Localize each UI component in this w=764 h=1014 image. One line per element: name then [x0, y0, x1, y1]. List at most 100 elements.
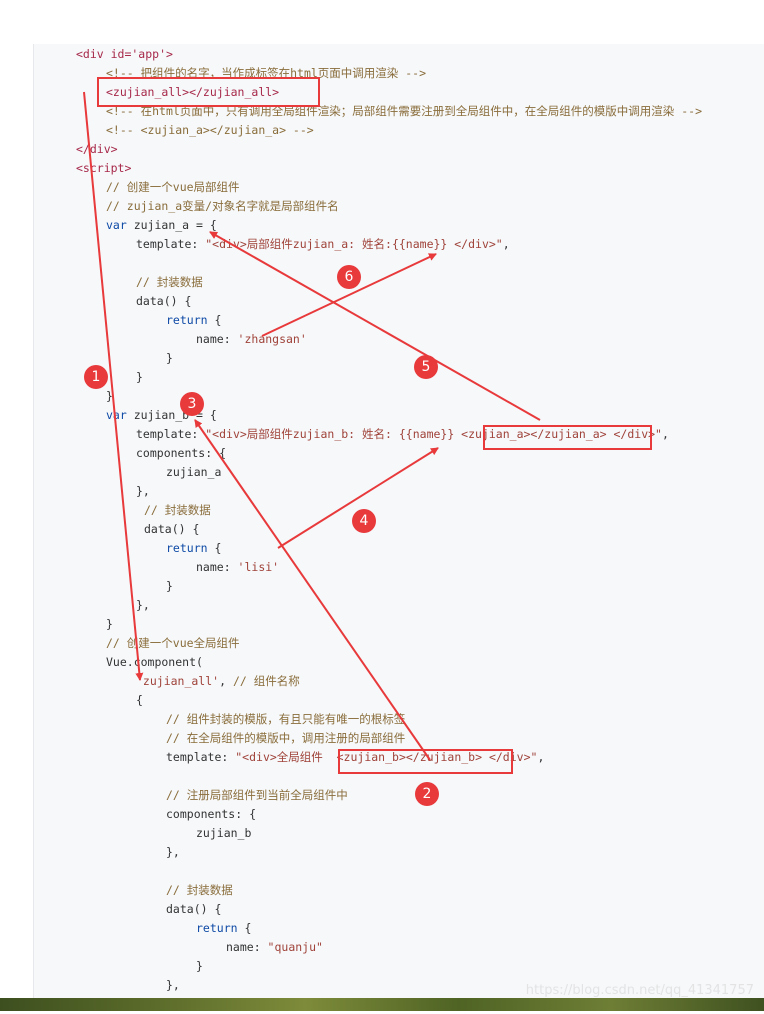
code-token: // 创建一个vue局部组件 — [106, 180, 240, 194]
code-token: } — [166, 579, 173, 593]
code-token: "<div>全局组件 <zujian_b></zujian_b> </div>" — [235, 750, 538, 764]
code-token: { — [214, 541, 222, 555]
code-line: var zujian_a = { — [106, 216, 217, 235]
code-line: Vue.component( — [106, 653, 203, 672]
code-line: // 创建一个vue全局组件 — [106, 634, 240, 653]
code-token: data() { — [136, 294, 192, 308]
code-line: }, — [166, 976, 180, 995]
code-line: } — [166, 577, 173, 596]
code-token: 'zujian_all' — [136, 674, 220, 688]
code-token: <!-- <zujian_a></zujian_a> --> — [106, 123, 314, 137]
code-token: } — [106, 389, 113, 403]
code-line: 'zujian_all', // 组件名称 — [136, 672, 300, 691]
code-line: <!-- <zujian_a></zujian_a> --> — [106, 121, 314, 140]
code-line: name: "quanju" — [226, 938, 323, 957]
code-line: } — [166, 349, 173, 368]
code-token: // 注册局部组件到当前全局组件中 — [166, 788, 348, 802]
code-token: // zujian_a变量/对象名字就是局部组件名 — [106, 199, 339, 213]
code-token: "<div>局部组件zujian_a: 姓名:{{name}} </div>" — [205, 237, 503, 251]
code-token: , — [502, 237, 510, 251]
code-token: </div> — [76, 142, 118, 156]
code-token: { — [244, 921, 252, 935]
code-line: // 在全局组件的模版中，调用注册的局部组件 — [166, 729, 405, 748]
code-token: "quanju" — [267, 940, 323, 954]
code-token: template: — [136, 427, 206, 441]
code-token: zujian_b — [196, 826, 252, 840]
code-token: // 组件封装的模版，有且只能有唯一的根标签 — [166, 712, 406, 726]
code-token: // 在全局组件的模版中，调用注册的局部组件 — [166, 731, 406, 745]
code-token: }, — [166, 978, 180, 992]
code-token: <!-- 把组件的名字，当作成标签在html页面中调用渲染 --> — [106, 66, 427, 80]
code-line: } — [106, 387, 113, 406]
code-line: }, — [136, 596, 150, 615]
code-token: , — [537, 750, 545, 764]
code-line: components: { — [136, 444, 226, 463]
code-line: data() { — [136, 292, 191, 311]
code-token: // 封装数据 — [166, 883, 233, 897]
code-line: return { — [166, 311, 221, 330]
code-line: data() { — [144, 520, 199, 539]
code-token: var — [106, 408, 134, 422]
code-lines: <div id='app'> <!-- 把组件的名字，当作成标签在html页面中调… — [34, 44, 764, 1011]
code-line: } — [136, 368, 143, 387]
code-token: <!-- 在html页面中，只有调用全局组件渲染；局部组件需要注册到全局组件中，… — [106, 104, 703, 118]
code-line: name: 'zhangsan' — [196, 330, 307, 349]
watermark: https://blog.csdn.net/qq_41341757 — [525, 983, 754, 998]
code-token: , — [661, 427, 669, 441]
code-line: template: "<div>局部组件zujian_b: 姓名: {{name… — [136, 425, 669, 444]
code-token: zujian_a = { — [133, 218, 217, 232]
code-line: return { — [196, 919, 251, 938]
code-token: , — [219, 674, 233, 688]
code-token: template: — [136, 237, 206, 251]
code-token: name: — [196, 560, 238, 574]
code-token: name: — [196, 332, 238, 346]
code-line: components: { — [166, 805, 256, 824]
code-token: } — [136, 370, 143, 384]
code-line: return { — [166, 539, 221, 558]
code-block: <div id='app'> <!-- 把组件的名字，当作成标签在html页面中调… — [33, 44, 764, 1011]
code-token: 'zhangsan' — [237, 332, 307, 346]
code-token: }, — [136, 484, 150, 498]
code-line: </div> — [76, 140, 118, 159]
code-token: return — [196, 921, 245, 935]
code-line: zujian_b — [196, 824, 251, 843]
code-line: zujian_a — [166, 463, 221, 482]
code-line: } — [106, 615, 113, 634]
code-line: <!-- 在html页面中，只有调用全局组件渲染；局部组件需要注册到全局组件中，… — [106, 102, 702, 121]
code-token: // 创建一个vue全局组件 — [106, 636, 240, 650]
code-token: // 封装数据 — [144, 503, 211, 517]
code-line: template: "<div>全局组件 <zujian_b></zujian_… — [166, 748, 544, 767]
code-token: template: — [166, 750, 236, 764]
code-token: { — [136, 693, 143, 707]
code-token: Vue.component( — [106, 655, 203, 669]
code-token: return — [166, 313, 215, 327]
code-token: var — [106, 218, 134, 232]
code-token: components: { — [166, 807, 257, 821]
code-line: <div id='app'> — [76, 45, 173, 64]
code-token: <div id='app'> — [76, 47, 173, 61]
code-line: data() { — [166, 900, 221, 919]
code-token: }, — [166, 845, 180, 859]
code-token: { — [214, 313, 222, 327]
code-line: // 注册局部组件到当前全局组件中 — [166, 786, 348, 805]
code-line: var zujian_b = { — [106, 406, 217, 425]
code-token: } — [106, 617, 113, 631]
code-token: return — [166, 541, 215, 555]
code-line: <script> — [76, 159, 131, 178]
code-token: }, — [136, 598, 150, 612]
code-token: data() { — [166, 902, 222, 916]
code-line: }, — [166, 843, 180, 862]
code-token: <script> — [76, 161, 132, 175]
code-line: <zujian_all></zujian_all> — [106, 83, 279, 102]
code-line: { — [136, 691, 143, 710]
code-line: // 封装数据 — [166, 881, 233, 900]
code-token: 'lisi' — [237, 560, 280, 574]
code-token: "<div>局部组件zujian_b: 姓名: {{name}} <zujian… — [205, 427, 662, 441]
code-line: // 封装数据 — [136, 273, 203, 292]
code-token: } — [166, 351, 173, 365]
code-token: } — [196, 959, 203, 973]
code-line: // zujian_a变量/对象名字就是局部组件名 — [106, 197, 339, 216]
code-line: // 创建一个vue局部组件 — [106, 178, 240, 197]
code-line: // 组件封装的模版，有且只能有唯一的根标签 — [166, 710, 405, 729]
footer-image-strip — [0, 998, 764, 1011]
